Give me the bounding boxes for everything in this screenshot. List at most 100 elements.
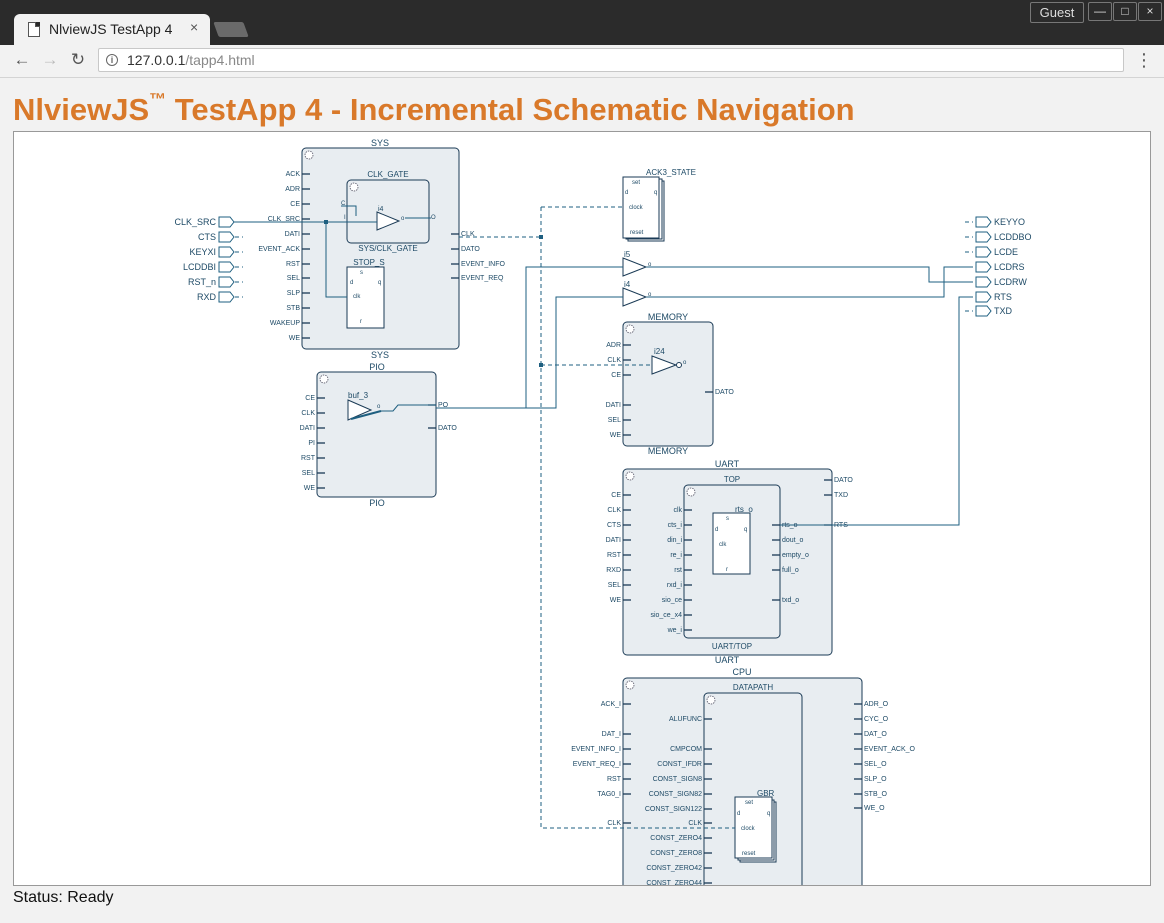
rts-wire xyxy=(780,296,973,526)
uart-pin: TXD xyxy=(834,492,848,499)
flop-title: STOP_S xyxy=(353,258,384,267)
label: q xyxy=(654,190,657,196)
sys-pin: DATO xyxy=(461,246,480,253)
inverter-bubble xyxy=(676,362,682,368)
flop-title: GBR xyxy=(757,789,775,798)
sys-pin: DATI xyxy=(285,231,300,238)
label: d xyxy=(737,811,740,817)
pin-label: o xyxy=(648,262,652,268)
datapath-pin: CONST_SIGN122 xyxy=(645,806,702,813)
window-titlebar: NlviewJS TestApp 4 × Guest — □ × xyxy=(0,0,1164,45)
pio-pin: DATO xyxy=(438,425,457,432)
sys-pin: RST xyxy=(286,261,301,268)
memory-module xyxy=(622,321,714,447)
buffer-gate xyxy=(347,399,373,421)
address-bar[interactable]: i 127.0.0.1/tapp4.html xyxy=(98,48,1124,72)
kebab-menu-icon[interactable]: ⋮ xyxy=(1135,50,1153,70)
profile-button[interactable]: Guest xyxy=(1030,2,1084,23)
top-pin: re_i xyxy=(670,552,682,559)
port-label: CLK_SRC xyxy=(174,217,216,227)
sys-pin: WAKEUP xyxy=(270,320,300,327)
collapse-icon xyxy=(706,695,716,705)
input-port xyxy=(218,276,235,288)
cpu-pin: DAT_O xyxy=(864,731,887,738)
port-label: LCDRW xyxy=(994,277,1027,287)
top-pin: empty_o xyxy=(782,552,809,559)
maximize-button[interactable]: □ xyxy=(1113,2,1137,21)
schematic-svg[interactable]: CLK_SRCCTSKEYXILCDDBIRST_nRXDKEYYOLCDDBO… xyxy=(14,132,1151,886)
forward-icon[interactable]: → xyxy=(41,50,59,69)
top-pin: sio_ce xyxy=(662,597,682,604)
uart-pin: SEL xyxy=(608,582,621,589)
port-label: LCDDBO xyxy=(994,232,1032,242)
port-label: RXD xyxy=(197,292,217,302)
memory-title: MEMORY xyxy=(648,312,688,322)
status-text: Status: Ready xyxy=(13,889,114,906)
gate-label: buf_3 xyxy=(348,391,369,400)
datapath-pin: CONST_SIGN82 xyxy=(649,791,702,798)
pio-module xyxy=(316,371,437,498)
memory-pin: DATO xyxy=(715,389,734,396)
datapath-pin: CONST_SIGN8 xyxy=(653,776,703,783)
stop-flop xyxy=(346,266,385,329)
cpu-pin: WE_O xyxy=(864,805,885,812)
memory-pin: SEL xyxy=(608,417,621,424)
sys-title-bottom: SYS xyxy=(371,350,389,360)
collapse-icon xyxy=(625,471,635,481)
port-label: LCDRS xyxy=(994,262,1025,272)
top-pin: we_i xyxy=(667,627,683,634)
clk-c-wire xyxy=(341,205,357,216)
close-window-button[interactable]: × xyxy=(1138,2,1162,21)
new-tab-button[interactable] xyxy=(213,22,249,37)
tab-title: NlviewJS TestApp 4 xyxy=(49,21,173,37)
top-pin: txd_o xyxy=(782,597,799,604)
output-port xyxy=(975,276,992,288)
top-pin: rst xyxy=(674,567,682,574)
label: clock xyxy=(741,826,756,832)
uart-pin: CLK xyxy=(607,507,621,514)
label: clock xyxy=(629,205,644,211)
browser-tab[interactable]: NlviewJS TestApp 4 × xyxy=(14,14,210,45)
buffer-i5 xyxy=(622,257,648,277)
collapse-icon xyxy=(686,487,696,497)
close-tab-icon[interactable]: × xyxy=(190,19,199,35)
minimize-button[interactable]: — xyxy=(1088,2,1112,21)
uart-pin: WE xyxy=(610,597,622,604)
clk-src-wire xyxy=(234,221,347,298)
input-port xyxy=(218,261,235,273)
top-pin: rxd_i xyxy=(667,582,683,589)
sys-pin: CE xyxy=(290,201,300,208)
page-title: NlviewJS™ TestApp 4 - Incremental Schema… xyxy=(13,90,855,127)
output-port xyxy=(975,231,992,243)
collapse-icon xyxy=(319,374,329,384)
top-path: UART/TOP xyxy=(712,642,752,651)
cpu-pin: CLK xyxy=(607,820,621,827)
cpu-pin: CYC_O xyxy=(864,716,889,723)
memory-pin: ADR xyxy=(606,342,621,349)
reload-icon[interactable]: ↻ xyxy=(70,50,86,69)
cpu-pin: SLP_O xyxy=(864,776,887,783)
top-pin: rts_o xyxy=(782,522,798,529)
output-port xyxy=(975,305,992,317)
port-label: LCDE xyxy=(994,247,1018,257)
datapath-pin: CONST_ZERO42 xyxy=(646,865,702,872)
cpu-pin: EVENT_INFO_I xyxy=(571,746,621,753)
output-port xyxy=(975,246,992,258)
datapath-pin: CONST_ZERO4 xyxy=(650,835,702,842)
datapath-module xyxy=(703,692,803,885)
info-icon[interactable]: i xyxy=(106,54,118,66)
po-i4-wire xyxy=(436,296,623,409)
collapse-icon xyxy=(625,680,635,690)
uart-pin: RTS xyxy=(834,522,848,529)
pio-pin: CE xyxy=(305,395,315,402)
sys-pin: STB xyxy=(286,305,300,312)
flop-title: rts_o xyxy=(735,505,753,514)
cpu-title: CPU xyxy=(732,667,751,677)
browser-toolbar: ← → ↻ i 127.0.0.1/tapp4.html ⋮ xyxy=(0,45,1164,78)
back-icon[interactable]: ← xyxy=(13,50,31,69)
pin-label: o xyxy=(648,292,652,298)
memory-pin: DATI xyxy=(606,402,621,409)
cpu-pin: DAT_I xyxy=(602,731,621,738)
po-wire xyxy=(381,404,436,412)
